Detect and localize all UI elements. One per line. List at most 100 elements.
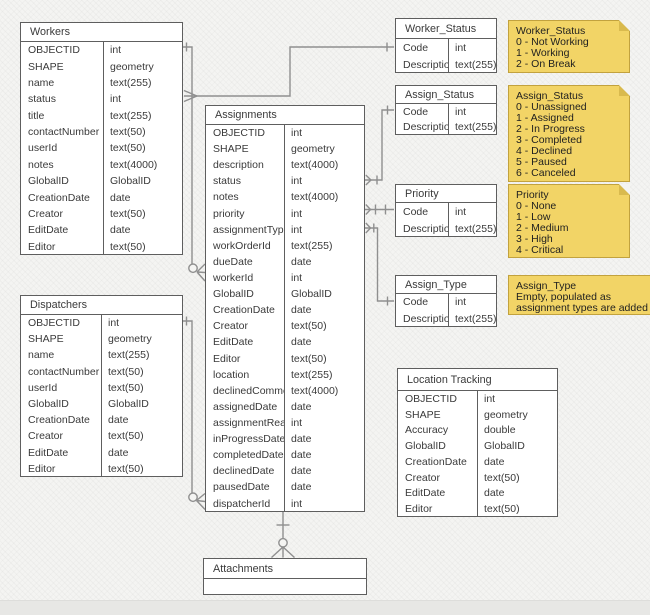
connector-assignments-assigntype[interactable] <box>365 222 394 306</box>
table-title: Dispatchers <box>21 296 182 315</box>
field-row: dueDate date <box>206 253 364 270</box>
table-title: Location Tracking <box>398 369 557 391</box>
field-type: date <box>284 302 364 319</box>
connector-workers-workerstatus[interactable] <box>183 42 394 103</box>
connector-dispatchers-dispatcherid[interactable] <box>183 316 206 510</box>
note-line: 0 - Not Working <box>516 37 589 48</box>
field-type: int <box>103 42 182 59</box>
crow-foot <box>195 492 206 510</box>
field-name: Description <box>403 121 448 134</box>
crow-foot <box>271 546 295 559</box>
table-title: Assign_Status <box>396 86 496 104</box>
field-type: date <box>477 485 557 502</box>
field-type: date <box>477 454 557 470</box>
field-name: CreationDate <box>213 304 275 317</box>
field-name: Code <box>403 296 429 309</box>
table-body <box>204 579 366 595</box>
entity-table-worker_status[interactable]: Worker_StatusCodeintDescriptiontext(255) <box>395 18 497 73</box>
note-line: 0 - Unassigned <box>516 102 587 113</box>
table-body: CodeintDescriptiontext(255) <box>396 39 496 73</box>
table-title: Attachments <box>204 559 366 579</box>
field-type: int <box>284 495 364 512</box>
field-type: geometry <box>284 141 364 158</box>
note-line: assignment types are added <box>516 303 648 314</box>
connector-workers-workerid[interactable] <box>183 42 206 282</box>
entity-table-assign_status[interactable]: Assign_StatusCodeintDescriptiontext(255) <box>395 85 497 135</box>
field-type: text(4000) <box>284 189 364 206</box>
crow-foot <box>365 222 372 234</box>
field-type: int <box>448 294 496 311</box>
field-row: Descriptiontext(255) <box>396 310 496 327</box>
field-name: pausedDate <box>213 481 270 494</box>
table-body: Code intDescriptiontext(255) <box>396 294 496 327</box>
entity-table-attachments[interactable]: Attachments <box>203 558 367 595</box>
crow-foot <box>365 174 372 186</box>
field-type: int <box>448 39 496 56</box>
field-type: geometry <box>103 58 182 75</box>
field-type: int <box>284 221 364 238</box>
entity-table-assign_type[interactable]: Assign_TypeCodeintDescriptiontext(255) <box>395 275 497 327</box>
field-name: Editor <box>405 503 433 516</box>
field-name: contactNumber <box>28 126 100 139</box>
note-line: 2 - Medium <box>516 223 569 234</box>
zero-circle <box>188 263 198 274</box>
note-line: 0 - None <box>516 201 557 212</box>
field-name: status <box>213 175 242 188</box>
field-name: workerId <box>213 272 254 285</box>
connector-assignments-priority[interactable] <box>365 204 394 215</box>
field-type: date <box>284 398 364 415</box>
crow-foot <box>183 89 198 103</box>
field-name: dueDate <box>213 255 253 268</box>
field-type: GlobalID <box>477 438 557 454</box>
field-type: int <box>448 203 496 220</box>
field-type: text(50) <box>284 318 364 335</box>
note-line: 2 - In Progress <box>516 124 585 135</box>
note-line: 2 - On Break <box>516 59 576 70</box>
field-type: int <box>477 391 557 407</box>
field-type: text(255) <box>103 107 182 124</box>
connector-assignments-attachments[interactable] <box>271 510 295 559</box>
field-type: date <box>101 444 182 461</box>
field-type: text(50) <box>103 238 182 255</box>
field-row: Code int <box>396 294 496 311</box>
field-name: Creator <box>213 320 249 333</box>
field-type: text(50) <box>103 123 182 141</box>
field-type: text(255) <box>101 347 182 364</box>
note-line: Empty, populated as <box>516 292 611 303</box>
zero-circle <box>278 537 288 548</box>
connector-assignments-assignstatus[interactable] <box>365 105 394 186</box>
canvas-bottom-edge <box>0 600 650 615</box>
field-name: Description <box>403 312 448 325</box>
entity-table-priority[interactable]: PriorityCodeintDescriptiontext(255) <box>395 184 497 237</box>
field-name: GlobalID <box>405 440 446 453</box>
crow-foot <box>196 263 206 282</box>
field-type: date <box>284 253 364 270</box>
field-name: GlobalID <box>28 398 69 411</box>
field-name: EditDate <box>405 487 446 500</box>
field-name: EditDate <box>213 336 254 349</box>
note-line: Priority <box>516 190 549 201</box>
field-type: int <box>284 125 364 142</box>
